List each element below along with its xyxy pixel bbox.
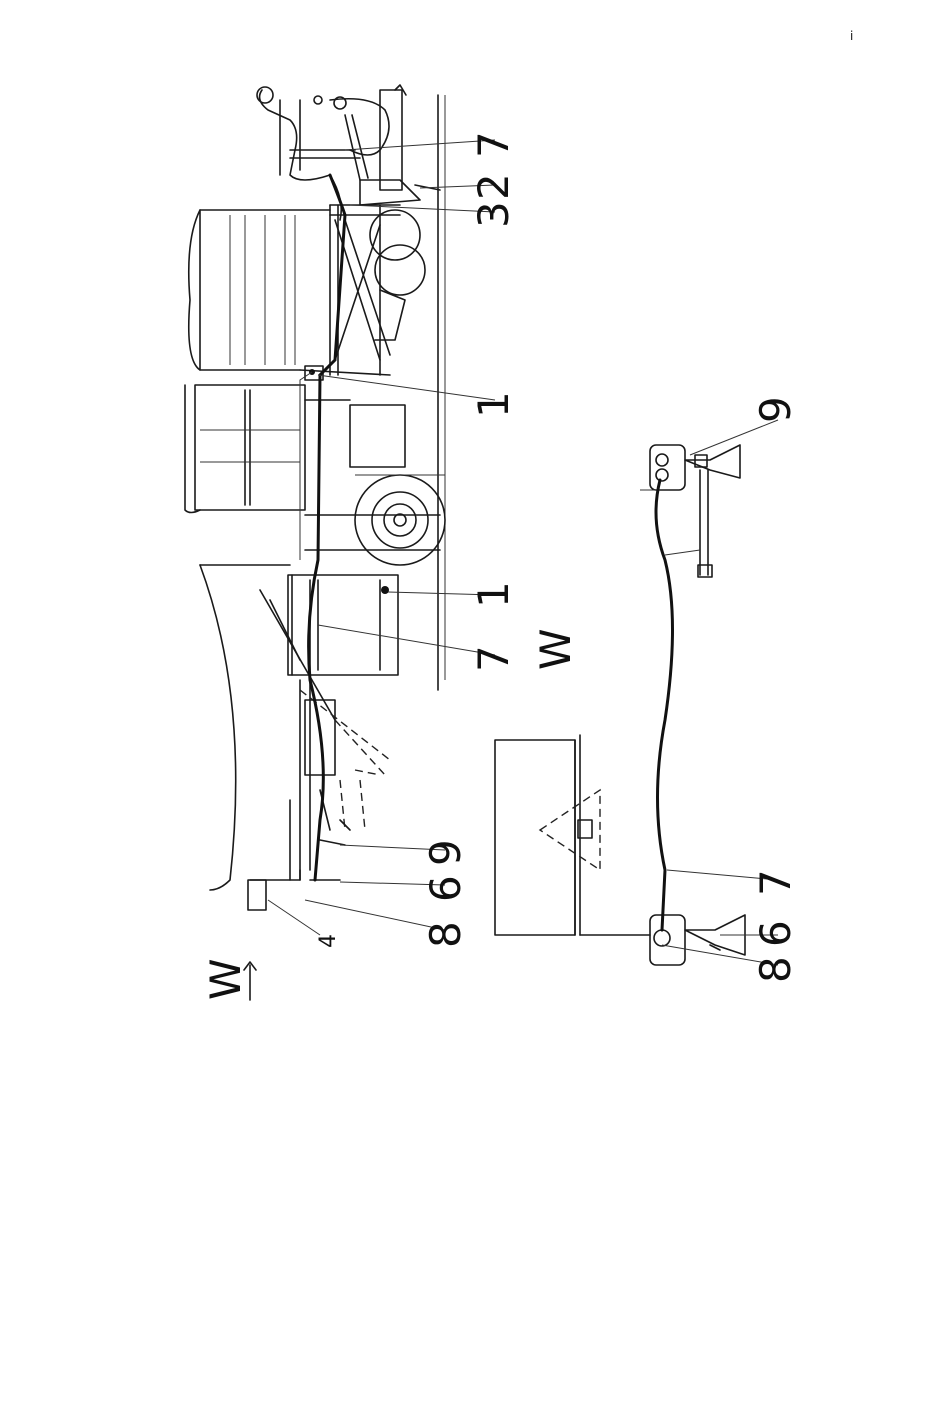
callouts-upper: 7 2 3 1 1 7 9 6 8 4	[268, 131, 518, 948]
hopper	[189, 210, 330, 370]
wheel	[355, 475, 445, 565]
callout-9-detail: 9	[751, 396, 800, 423]
view-arrow: W	[201, 958, 256, 1000]
machine-side-view	[185, 85, 445, 910]
callout-7-top: 7	[469, 131, 518, 158]
detail-cable	[656, 480, 673, 930]
corner-mark: i	[850, 29, 853, 43]
hitch-assembly	[257, 85, 440, 220]
callout-6-upper: 6	[421, 875, 470, 902]
callout-1-upper: 1	[469, 391, 518, 418]
sensor-unit-lower	[650, 915, 745, 965]
view-arrow-label: W	[201, 958, 250, 1000]
rear-bin	[200, 565, 398, 890]
callout-7-mid: 7	[469, 645, 518, 672]
callout-8-detail: 8	[751, 956, 800, 983]
callout-9-upper: 9	[421, 839, 470, 866]
callouts-detail: 9 7 6 8	[662, 396, 800, 983]
callout-4: 4	[316, 934, 341, 948]
callout-8-upper: 8	[421, 921, 470, 948]
detail-view-label: W	[531, 628, 580, 670]
main-frame	[300, 205, 425, 380]
detail-hopper	[495, 740, 575, 935]
callout-3: 3	[469, 201, 518, 228]
callout-1-lower: 1	[469, 581, 518, 608]
callout-2: 2	[469, 173, 518, 200]
callout-7-detail: 7	[751, 869, 800, 896]
conveyor-boom	[248, 590, 390, 910]
detail-view-w: W	[495, 445, 745, 965]
callout-6-detail: 6	[751, 920, 800, 947]
